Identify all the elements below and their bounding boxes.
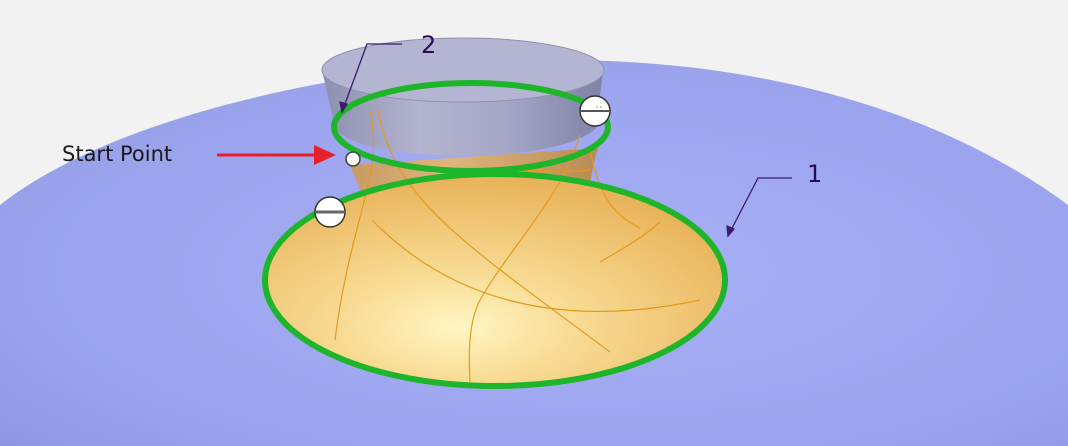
edge-curve-1[interactable] bbox=[262, 171, 728, 389]
blend-surface[interactable] bbox=[265, 174, 725, 386]
start-point-label: Start Point bbox=[62, 142, 173, 166]
direction-handle-icon[interactable] bbox=[579, 95, 611, 127]
direction-handle-icon[interactable] bbox=[314, 196, 346, 228]
start-point-arrow bbox=[217, 145, 336, 165]
circle-point-icon[interactable] bbox=[345, 151, 361, 167]
callout-2-leader bbox=[339, 43, 402, 114]
callout-1-number: 1 bbox=[807, 160, 823, 188]
callout-2-number: 2 bbox=[421, 31, 437, 59]
callout-1-leader bbox=[726, 177, 792, 238]
edge-curve-2[interactable] bbox=[331, 80, 611, 174]
